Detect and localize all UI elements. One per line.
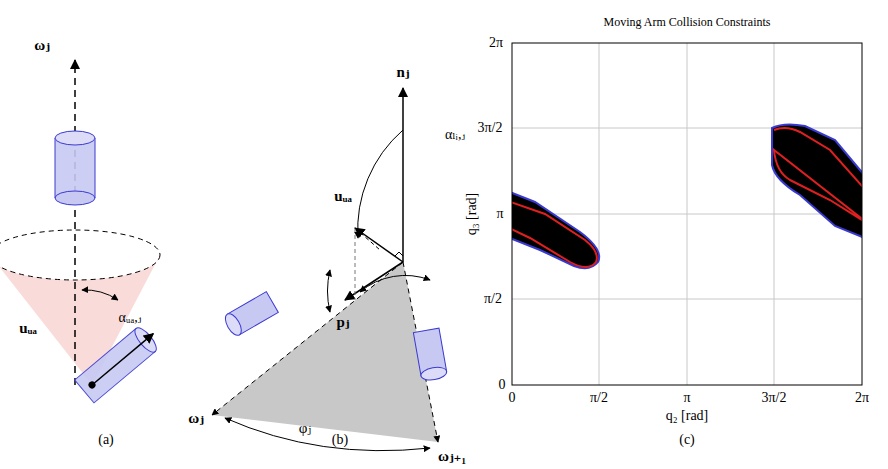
- vector-label: ωⱼ₊₁: [438, 449, 466, 464]
- tick-label: π/2: [484, 292, 502, 306]
- vector-label: uᵤₐ: [19, 321, 37, 336]
- tick-label: 2π: [489, 36, 503, 50]
- angle-arc: [82, 290, 118, 300]
- plane-triangle: [212, 262, 438, 442]
- tick-label: 3π/2: [762, 391, 787, 405]
- grid: [512, 43, 862, 385]
- tick-label: π: [496, 207, 503, 221]
- panel-b: [212, 88, 448, 451]
- tick-label: 0: [499, 378, 506, 392]
- phi-arc: [225, 418, 430, 451]
- angle-label: αₗᵢ,ⱼ: [445, 128, 465, 142]
- vector-label: ωⱼ: [188, 411, 204, 426]
- tick-label: 0: [509, 391, 516, 405]
- p-arrow: [345, 262, 403, 300]
- normal-arrow: [402, 88, 404, 262]
- axis-title: q₂ [rad]: [666, 409, 709, 423]
- panel-letter: (b): [332, 433, 348, 447]
- cone-rim: [0, 230, 160, 280]
- vector-label: uᵤₐ: [334, 189, 352, 204]
- arm-cylinder: [75, 322, 163, 403]
- vector-label: pⱼ: [336, 315, 349, 330]
- cylinder: [222, 292, 278, 338]
- vector-label: ωⱼ: [34, 38, 50, 53]
- tick-label: π/2: [590, 391, 608, 405]
- collision-region: [772, 124, 862, 240]
- plot-frame: [512, 43, 862, 385]
- axis-title: q₃ [rad]: [465, 193, 479, 236]
- angle-arc: [358, 130, 403, 238]
- cylinder: [55, 131, 95, 205]
- tick-label: 2π: [855, 391, 869, 405]
- plot-title: Moving Arm Collision Constraints: [603, 15, 770, 30]
- vector-label: nⱼ: [396, 65, 409, 80]
- angle-label: αᵤₐ,ⱼ: [119, 311, 142, 325]
- tick-label: 3π/2: [478, 121, 503, 135]
- panel-letter: (a): [98, 433, 114, 447]
- panel-letter: (c): [679, 433, 695, 447]
- omega-axis: [74, 60, 76, 385]
- tick-label: π: [683, 391, 690, 405]
- panel-a: [0, 60, 163, 403]
- panel-c: [505, 43, 870, 385]
- angle-label: φⱼ: [299, 421, 312, 436]
- cylinder: [413, 328, 447, 382]
- collision-region: [512, 190, 599, 268]
- u-arrow: [355, 228, 403, 262]
